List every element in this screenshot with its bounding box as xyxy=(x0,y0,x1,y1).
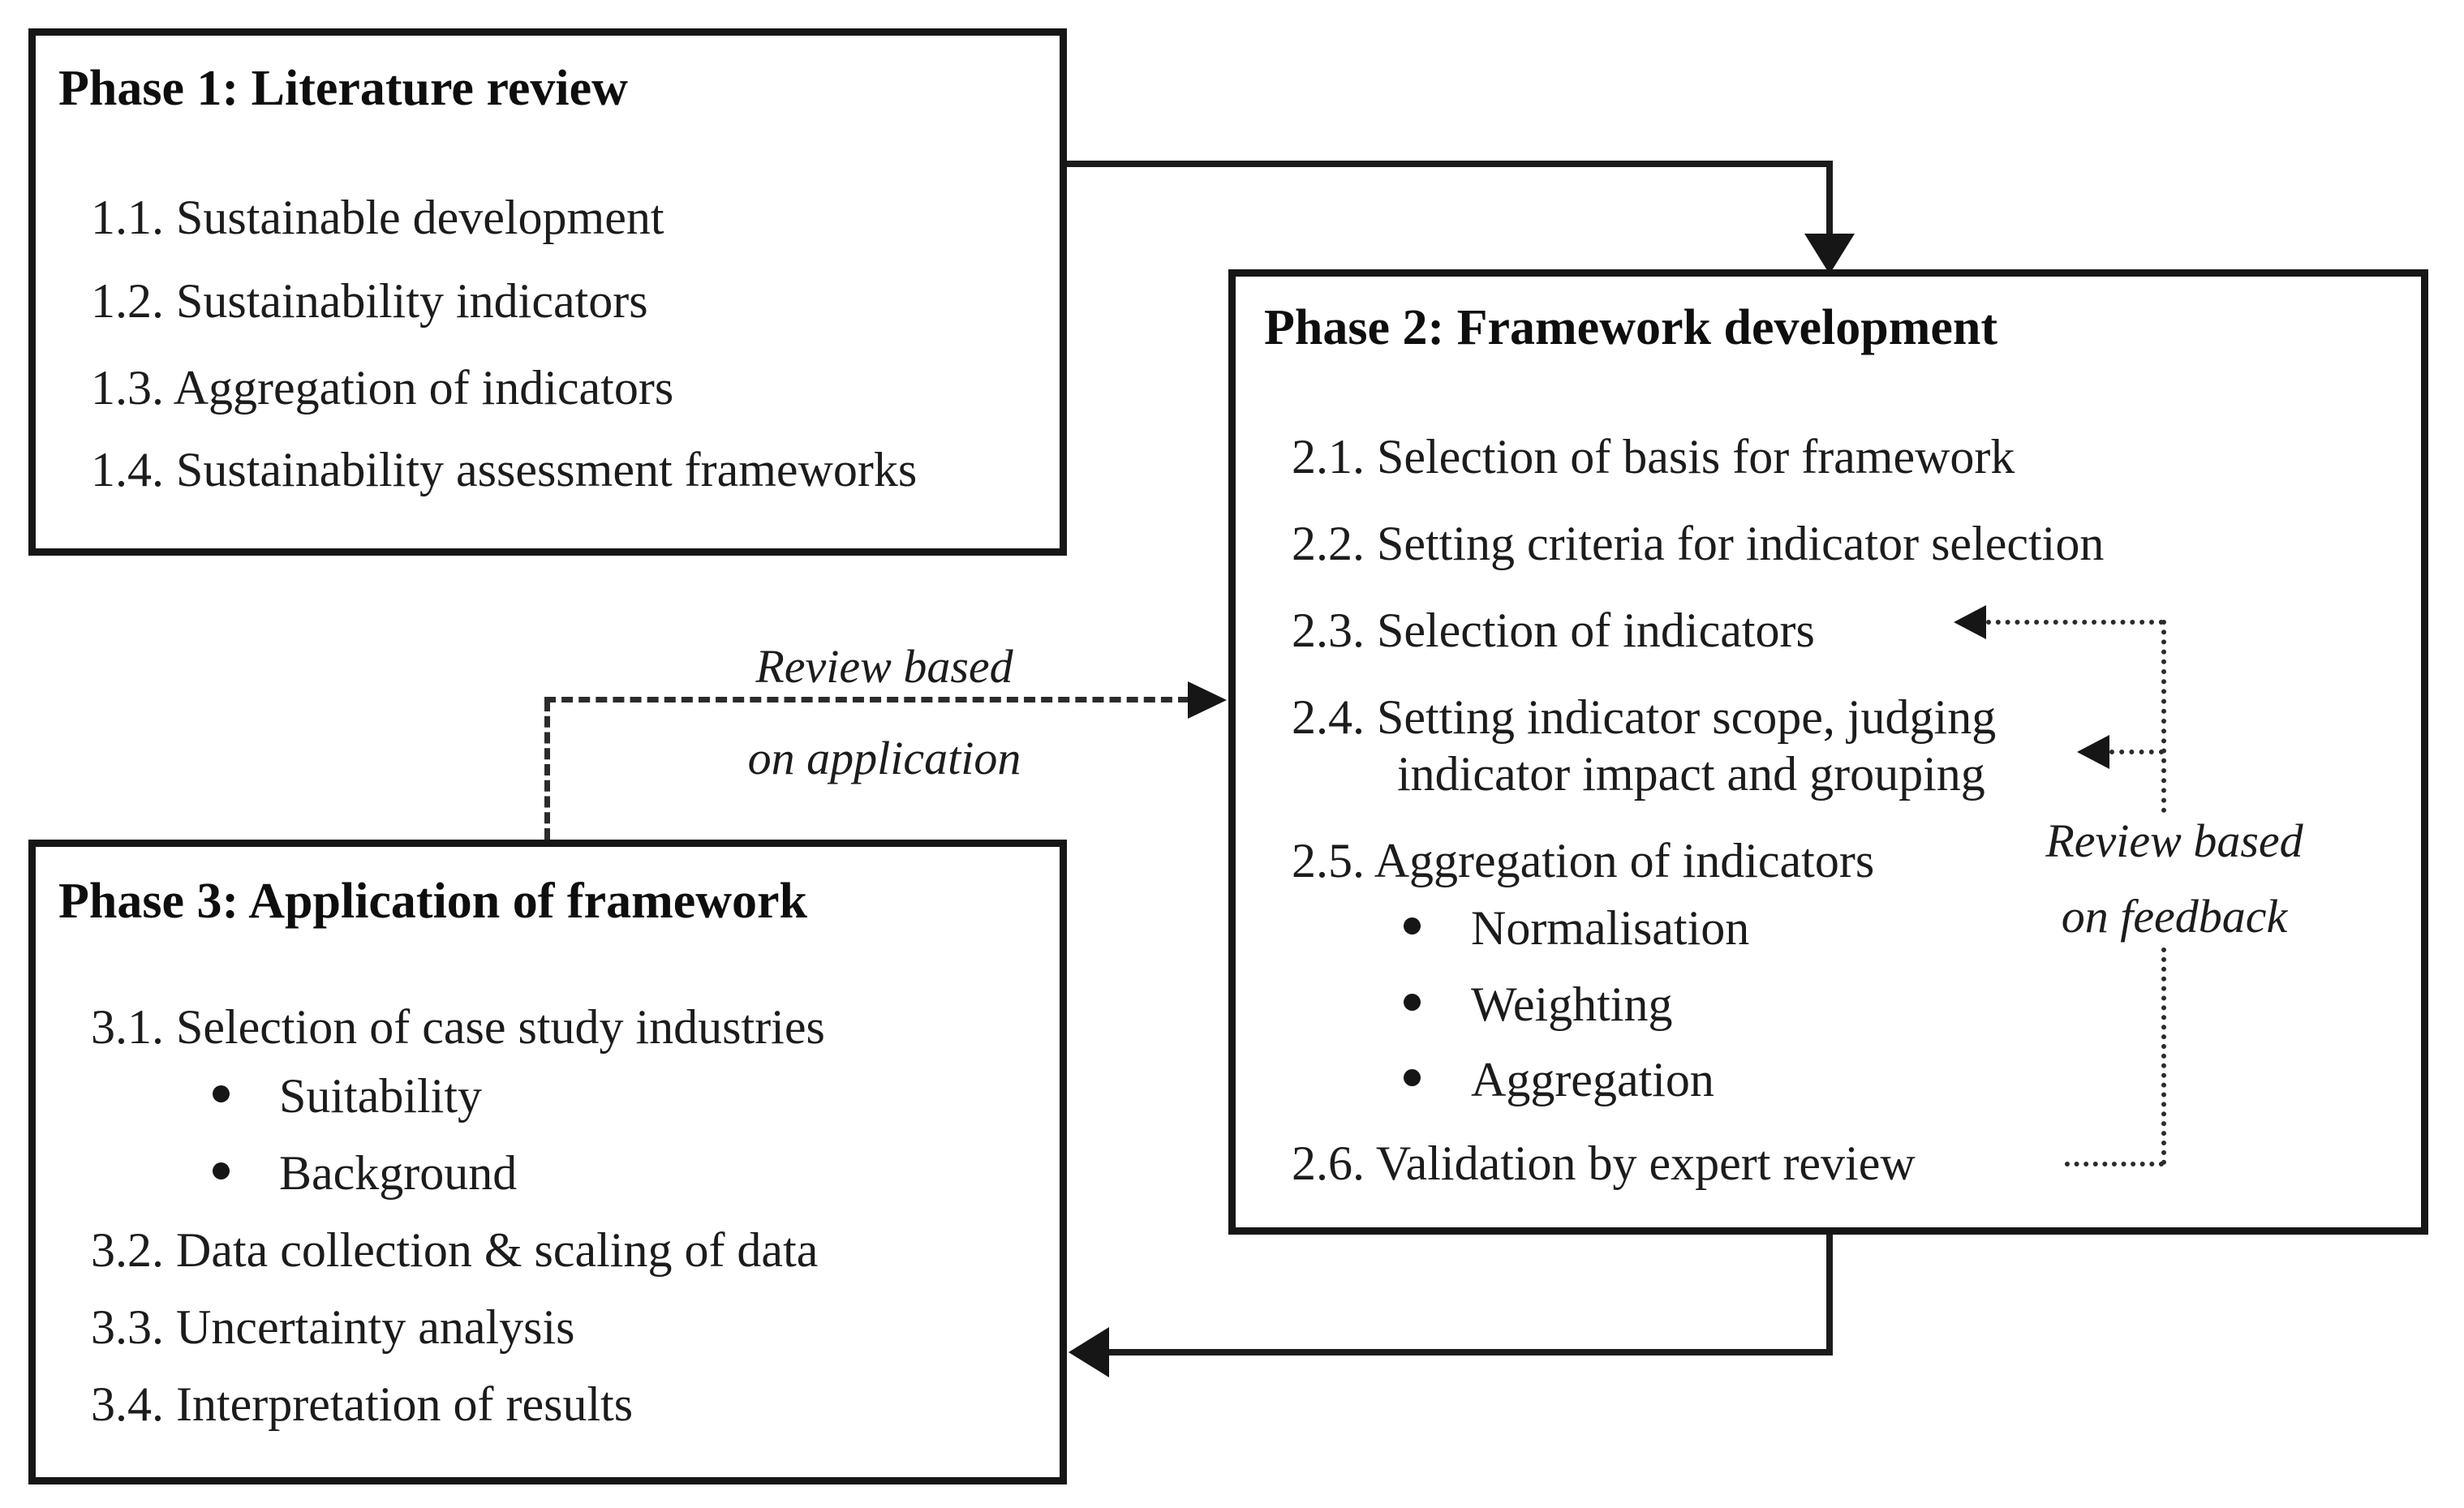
phase2-item-2-1: 2.1. Selection of basis for framework xyxy=(1292,430,2015,483)
review-feedback-vertical-upper xyxy=(2161,620,2166,813)
phase3-title: Phase 3: Application of framework xyxy=(58,874,808,929)
review-feedback-arrow-to-2-4 xyxy=(2109,750,2164,754)
connector-phase1-phase2-horizontal xyxy=(1067,161,1833,167)
arrowhead-right-icon xyxy=(1188,681,1227,719)
review-application-label-line2: on application xyxy=(747,732,1021,784)
bullet-icon xyxy=(213,1085,230,1102)
phase2-item-2-6: 2.6. Validation by expert review xyxy=(1292,1136,1916,1190)
phase3-item-3-2: 3.2. Data collection & scaling of data xyxy=(91,1223,819,1277)
phase2-box: Phase 2: Framework development 2.1. Sele… xyxy=(1228,269,2428,1235)
connector-phase2-phase3-horizontal xyxy=(1103,1349,1833,1355)
phase1-item-1-3: 1.3. Aggregation of indicators xyxy=(91,361,674,415)
review-feedback-label-line1: Review based xyxy=(2045,814,2303,867)
review-feedback-arrow-to-2-3 xyxy=(1986,620,2164,625)
connector-phase2-phase3-vertical xyxy=(1826,1235,1833,1352)
phase2-item-2-5: 2.5. Aggregation of indicators xyxy=(1292,834,1875,887)
arrowhead-down-icon xyxy=(1804,234,1855,274)
bullet-icon xyxy=(1404,917,1421,934)
bullet-icon xyxy=(1404,994,1421,1011)
arrowhead-left-icon xyxy=(1954,605,1986,639)
connector-phase1-phase2-vertical xyxy=(1826,161,1833,239)
phase1-item-1-4: 1.4. Sustainability assessment framework… xyxy=(91,443,918,496)
review-application-vertical-dashed xyxy=(544,700,550,840)
review-application-label-line1: Review based xyxy=(755,640,1013,693)
phase1-item-1-2: 1.2. Sustainability indicators xyxy=(91,274,648,328)
review-feedback-label-line2: on feedback xyxy=(2061,890,2288,943)
bullet-icon xyxy=(1404,1069,1421,1086)
phase1-title: Phase 1: Literature review xyxy=(58,61,628,116)
phase3-bullet-background: Background xyxy=(279,1146,518,1200)
phase2-item-2-3: 2.3. Selection of indicators xyxy=(1292,604,1815,657)
phase2-title: Phase 2: Framework development xyxy=(1264,300,1997,355)
review-feedback-vertical-lower xyxy=(2161,947,2166,1165)
phase3-item-3-1: 3.1. Selection of case study industries xyxy=(91,1000,825,1054)
phase1-item-1-1: 1.1. Sustainable development xyxy=(91,191,664,244)
phase1-box: Phase 1: Literature review 1.1. Sustaina… xyxy=(28,28,1067,556)
phase2-item-2-4-line2: indicator impact and grouping xyxy=(1397,747,1985,801)
phase3-box: Phase 3: Application of framework 3.1. S… xyxy=(28,840,1067,1484)
phase3-item-3-3: 3.3. Uncertainty analysis xyxy=(91,1300,575,1354)
review-application-horizontal-dashed xyxy=(544,697,1189,702)
arrowhead-left-icon xyxy=(2077,735,2109,769)
phase2-item-2-4-line1: 2.4. Setting indicator scope, judging xyxy=(1292,690,1997,744)
phase3-item-3-4: 3.4. Interpretation of results xyxy=(91,1377,634,1431)
phase2-bullet-weighting: Weighting xyxy=(1471,977,1673,1031)
review-feedback-source-from-2-6 xyxy=(2065,1162,2164,1166)
phase2-bullet-aggregation: Aggregation xyxy=(1471,1053,1714,1106)
phase2-item-2-2: 2.2. Setting criteria for indicator sele… xyxy=(1292,517,2105,570)
phase2-bullet-normalisation: Normalisation xyxy=(1471,901,1750,955)
phase3-bullet-suitability: Suitability xyxy=(279,1069,483,1123)
bullet-icon xyxy=(213,1162,230,1179)
arrowhead-left-icon xyxy=(1069,1327,1109,1377)
